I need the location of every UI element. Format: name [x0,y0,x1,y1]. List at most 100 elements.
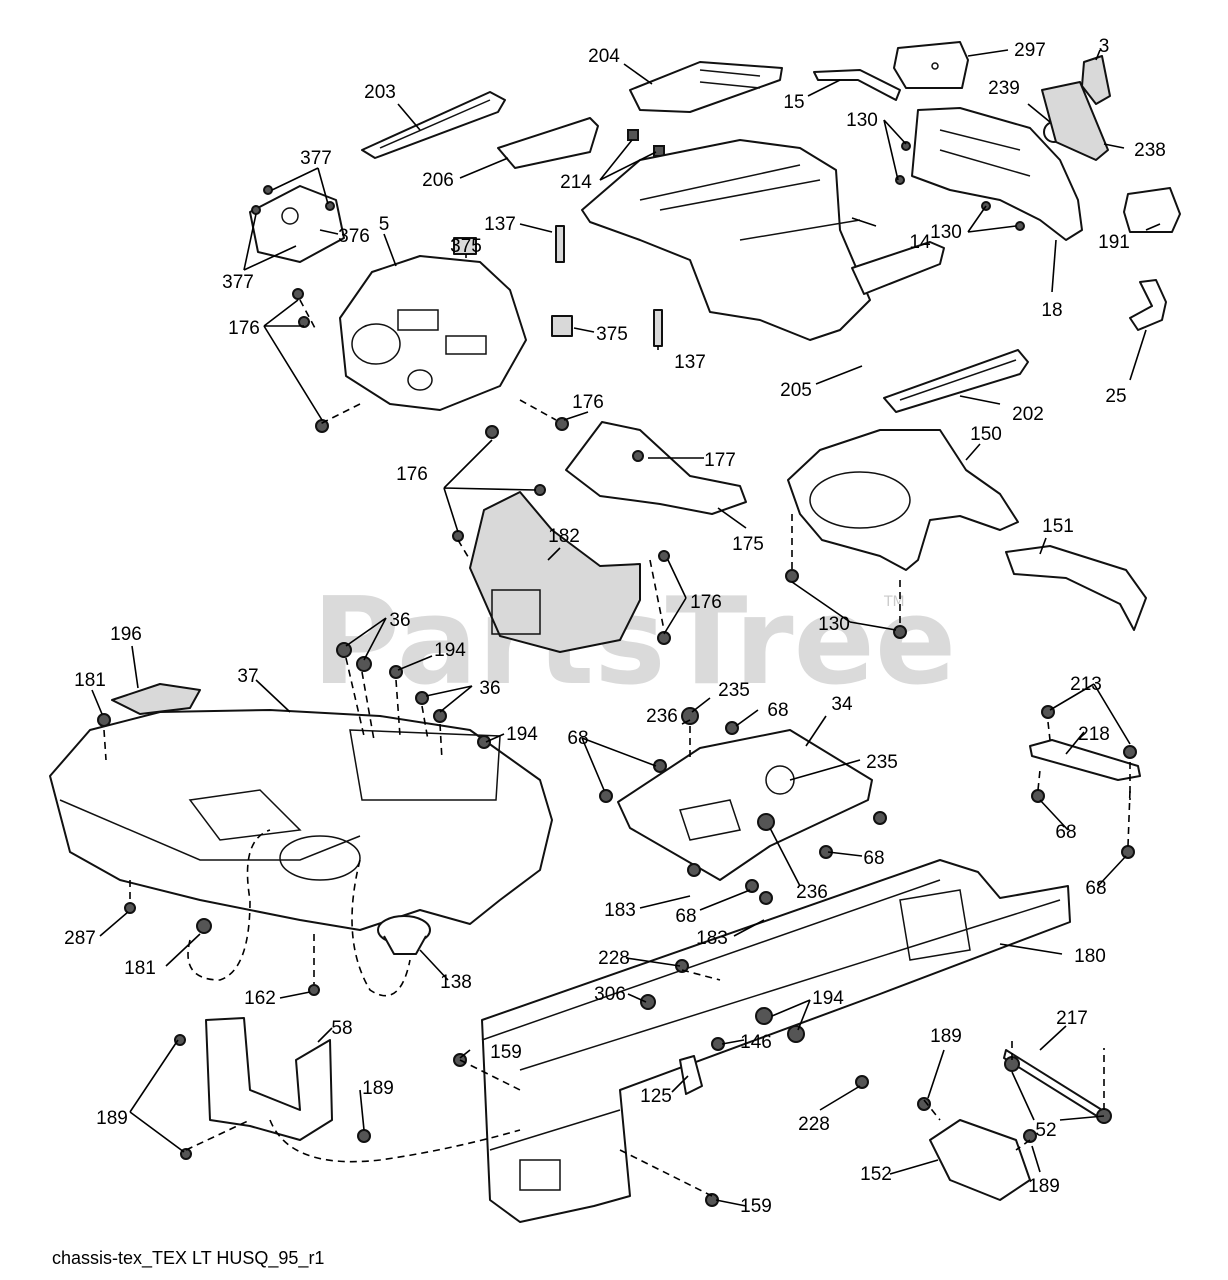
callout-228: 228 [798,1114,830,1135]
part-25-bracket [1129,279,1167,331]
callout-58: 58 [331,1018,352,1039]
part-37-seat-pan [49,709,553,931]
callout-137: 137 [674,352,706,373]
callout-130: 130 [818,614,850,635]
callout-191: 191 [1098,232,1130,253]
callout-137: 137 [484,214,516,235]
callout-138: 138 [440,972,472,993]
callout-130: 130 [930,222,962,243]
callout-375: 375 [450,236,482,257]
part-3-emblem [1081,55,1111,105]
part-58-bracket [205,1017,333,1141]
callout-15: 15 [783,92,804,113]
callout-37: 37 [237,666,258,687]
part-206-bracket [497,117,599,169]
callout-36: 36 [389,610,410,631]
callout-25: 25 [1105,386,1126,407]
callout-287: 287 [64,928,96,949]
callout-183: 183 [696,928,728,949]
part-15-strip [813,69,901,101]
part-5-dash-panel [339,255,527,411]
callout-213: 213 [1070,674,1102,695]
part-297-cap [893,41,969,89]
part-180-frame [481,859,1071,1223]
callout-189: 189 [930,1026,962,1047]
callout-159: 159 [490,1042,522,1063]
part-150-fender [787,429,1019,571]
part-34-plate [617,729,873,881]
part-18-hood-front [911,107,1083,241]
callout-5: 5 [379,214,390,235]
callout-183: 183 [604,900,636,921]
part-376-bracket [249,185,345,263]
part-238-emblem-panel [1041,81,1109,161]
callout-182: 182 [548,526,580,547]
callout-162: 162 [244,988,276,1009]
diagram-caption: chassis-tex_TEX LT HUSQ_95_r1 [52,1248,324,1269]
part-214-clips [627,129,665,157]
part-218-bar [1029,739,1141,781]
callout-218: 218 [1078,724,1110,745]
callout-176: 176 [228,318,260,339]
callout-189: 189 [1028,1176,1060,1197]
callout-194: 194 [812,988,844,1009]
callout-68: 68 [1055,822,1076,843]
callout-151: 151 [1042,516,1074,537]
part-375-clip-upper [453,237,477,255]
callout-235: 235 [718,680,750,701]
callout-177: 177 [704,450,736,471]
callout-194: 194 [434,640,466,661]
hardware [97,141,1137,1207]
part-205-trim [851,241,945,295]
part-202-trim [883,349,1029,413]
callout-159: 159 [740,1196,772,1217]
callout-68: 68 [675,906,696,927]
callout-214: 214 [560,172,592,193]
callout-306: 306 [594,984,626,1005]
part-152-guard [929,1119,1031,1201]
callout-68: 68 [863,848,884,869]
callout-228: 228 [598,948,630,969]
part-203-rail [361,91,506,159]
callout-375: 375 [596,324,628,345]
callout-189: 189 [96,1108,128,1129]
part-125-clip [679,1055,703,1095]
part-151-bracket [1005,545,1147,631]
callout-181: 181 [124,958,156,979]
callout-3: 3 [1099,36,1110,57]
callout-239: 239 [988,78,1020,99]
callout-236: 236 [796,882,828,903]
part-138-boot [377,915,431,955]
callout-202: 202 [1012,404,1044,425]
callout-68: 68 [1085,878,1106,899]
callout-68: 68 [567,728,588,749]
part-182-lower-panel [469,491,641,653]
callout-206: 206 [422,170,454,191]
part-14-hood [581,139,871,341]
leader-lines [91,49,1161,1207]
callout-377: 377 [222,272,254,293]
part-137-strip-lower [653,309,663,347]
callout-150: 150 [970,424,1002,445]
callout-236: 236 [646,706,678,727]
part-175-bracket [565,421,747,515]
part-191-cap [1123,187,1181,233]
callout-18: 18 [1041,300,1062,321]
callout-181: 181 [74,670,106,691]
callout-176: 176 [396,464,428,485]
callout-36: 36 [479,678,500,699]
callout-194: 194 [506,724,538,745]
callout-204: 204 [588,46,620,67]
callout-146: 146 [740,1032,772,1053]
callout-203: 203 [364,82,396,103]
part-204-grille [629,61,783,113]
callout-205: 205 [780,380,812,401]
callout-130: 130 [846,110,878,131]
callout-52: 52 [1035,1120,1056,1141]
callout-376: 376 [338,226,370,247]
callout-176: 176 [690,592,722,613]
callout-189: 189 [362,1078,394,1099]
watermark-trademark: TM [883,594,905,610]
part-196-bracket [111,683,201,715]
